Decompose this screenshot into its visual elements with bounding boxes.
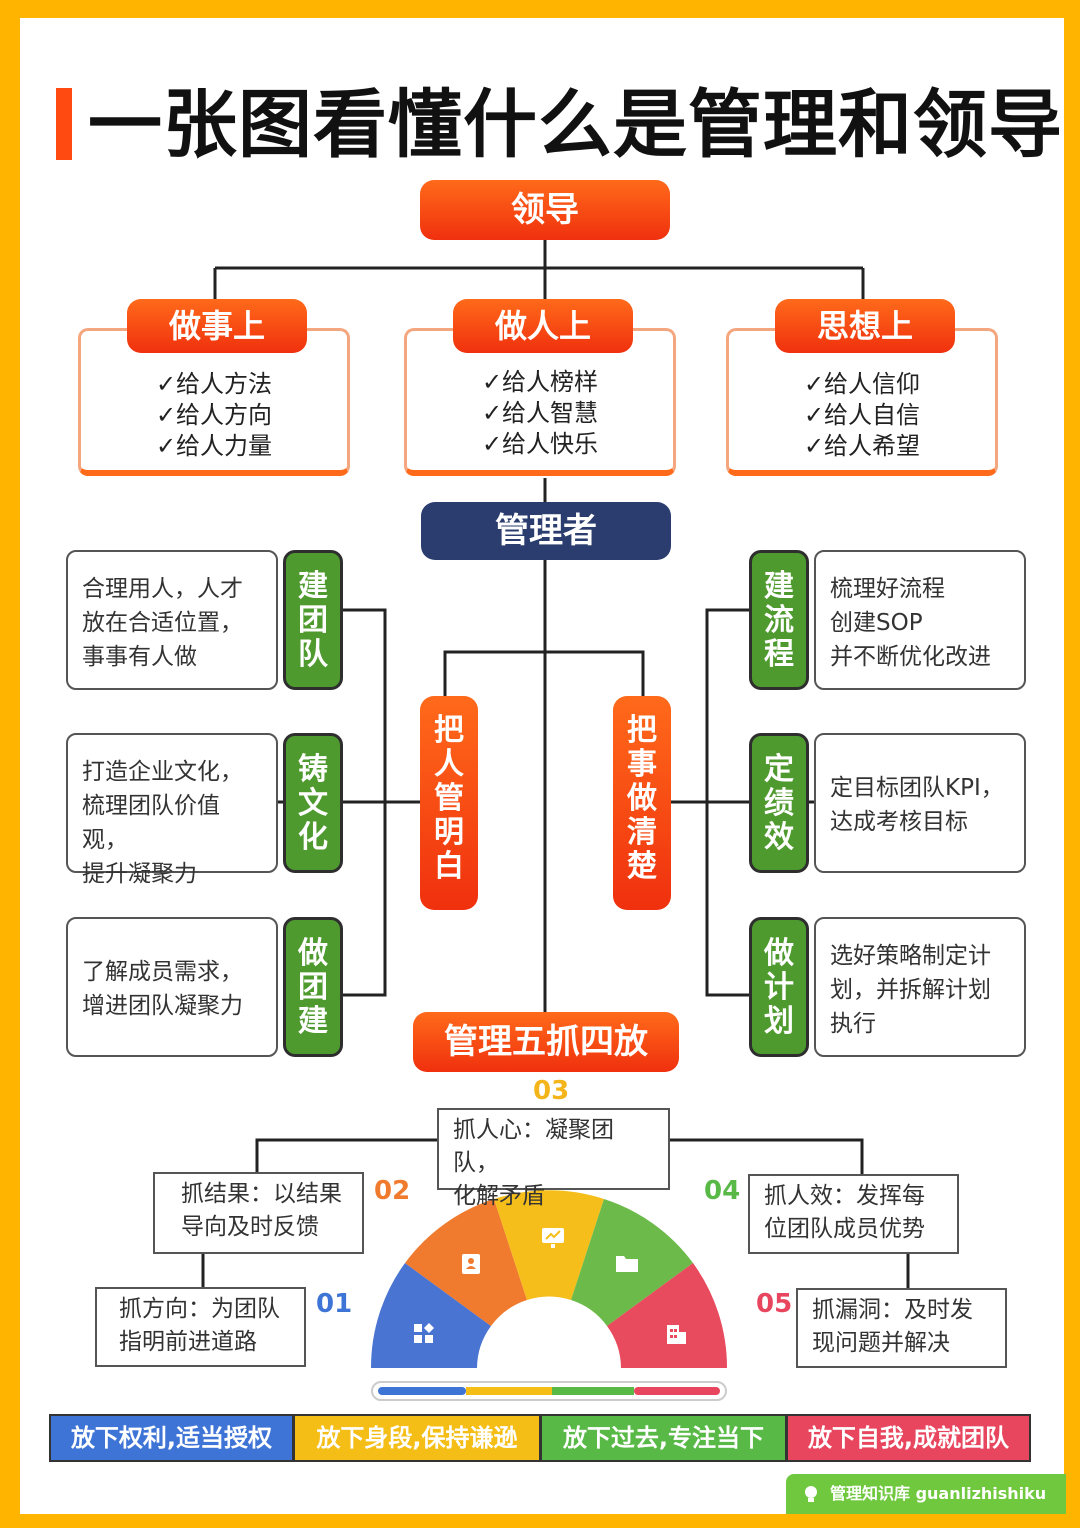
brand-badge: 管理知识库 guanlizhishiku <box>786 1474 1066 1514</box>
right-item-box: 选好策略制定计 划，并拆解计划 执行 <box>814 917 1026 1057</box>
letgo-status: 放下身段,保持谦逊 <box>293 1414 541 1462</box>
item-line: 打造企业文化， <box>82 759 243 785</box>
tab-build-team: 建团队 <box>283 550 343 690</box>
tab-performance: 定绩效 <box>749 733 809 873</box>
branch-card-work: 做事上 ✓给人方法 ✓给人方向 ✓给人力量 <box>78 299 350 476</box>
branch-item: ✓给人方法 <box>155 370 273 398</box>
grab-line: 抓人效：发挥每 <box>764 1183 925 1209</box>
grab-number: 01 <box>316 1289 353 1319</box>
five-grabs-four-lets-heading: 管理五抓四放 <box>413 1012 679 1072</box>
leader-node: 领导 <box>420 180 670 240</box>
letgo-past: 放下过去,专注当下 <box>540 1414 787 1462</box>
branch-item: ✓给人榜样 <box>481 368 599 396</box>
grab-line: 位团队成员优势 <box>764 1216 925 1242</box>
item-line: 并不断优化改进 <box>830 644 991 670</box>
grab-box-direction: 抓方向：为团队 指明前进道路 <box>95 1287 306 1367</box>
branch-item: ✓给人希望 <box>803 432 921 460</box>
right-item-box: 定目标团队KPI， 达成考核目标 <box>814 733 1026 873</box>
grab-line: 化解矛盾 <box>453 1183 545 1209</box>
grab-line: 抓方向：为团队 <box>119 1296 280 1322</box>
tab-culture: 铸文化 <box>283 733 343 873</box>
tab-team-building: 做团建 <box>283 917 343 1057</box>
item-line: 增进团队凝聚力 <box>82 993 243 1019</box>
grab-box-result: 抓结果：以结果 导向及时反馈 <box>153 1172 364 1254</box>
branch-heading: 做事上 <box>127 299 307 353</box>
manage-things-pill: 把事做清楚 <box>613 696 671 910</box>
lightbulb-icon <box>805 1486 817 1502</box>
grab-box-loophole: 抓漏洞：及时发 现问题并解决 <box>796 1288 1007 1368</box>
branch-item: ✓给人方向 <box>155 401 273 429</box>
grab-line: 抓结果：以结果 <box>181 1181 342 1207</box>
building-icon <box>667 1325 686 1344</box>
item-line: 放在合适位置， <box>82 610 243 636</box>
contact-card-icon <box>462 1254 480 1274</box>
dashboard-icon <box>414 1323 434 1343</box>
tab-process: 建流程 <box>749 550 809 690</box>
item-line: 提升凝聚力 <box>82 861 197 887</box>
grab-number: 05 <box>756 1289 793 1319</box>
branch-item: ✓给人智慧 <box>481 399 599 427</box>
page-title: 一张图看懂什么是管理和领导 <box>88 82 1063 168</box>
grab-line: 抓漏洞：及时发 <box>812 1297 973 1323</box>
branch-item: ✓给人自信 <box>803 401 921 429</box>
left-item-box: 合理用人，人才 放在合适位置， 事事有人做 <box>66 550 278 690</box>
letgo-ego: 放下自我,成就团队 <box>786 1414 1031 1462</box>
item-line: 事事有人做 <box>82 644 197 670</box>
item-line: 选好策略制定计 <box>830 943 991 969</box>
item-line: 梳理好流程 <box>830 576 945 602</box>
grab-box-efficiency: 抓人效：发挥每 位团队成员优势 <box>748 1174 959 1254</box>
grab-number: 04 <box>704 1176 741 1206</box>
branch-item: ✓给人快乐 <box>481 430 599 458</box>
item-line: 合理用人，人才 <box>82 576 243 602</box>
grab-line: 抓人心：凝聚团队， <box>453 1117 614 1176</box>
item-line: 划，并拆解计划 <box>830 977 991 1003</box>
left-item-box: 了解成员需求， 增进团队凝聚力 <box>66 917 278 1057</box>
item-line: 创建SOP <box>830 610 923 636</box>
title-accent-bar <box>56 88 72 160</box>
branch-card-people: 做人上 ✓给人榜样 ✓给人智慧 ✓给人快乐 <box>404 299 676 476</box>
right-item-box: 梳理好流程 创建SOP 并不断优化改进 <box>814 550 1026 690</box>
item-line: 执行 <box>830 1011 876 1037</box>
branch-item: ✓给人力量 <box>155 432 273 460</box>
manage-people-pill: 把人管明白 <box>420 696 478 910</box>
branch-heading: 做人上 <box>453 299 633 353</box>
grab-line: 指明前进道路 <box>119 1329 257 1355</box>
brand-text: 管理知识库 guanlizhishiku <box>830 1484 1047 1503</box>
grab-number: 03 <box>533 1076 570 1106</box>
letgo-power: 放下权利,适当授权 <box>49 1414 294 1462</box>
grab-number: 02 <box>374 1176 411 1206</box>
grab-line: 导向及时反馈 <box>181 1214 319 1240</box>
branch-heading: 思想上 <box>775 299 955 353</box>
item-line: 定目标团队KPI， <box>830 775 1004 801</box>
folder-icon <box>616 1256 638 1272</box>
manager-node: 管理者 <box>421 502 671 560</box>
left-item-box: 打造企业文化， 梳理团队价值观， 提升凝聚力 <box>66 733 278 887</box>
tab-plan: 做计划 <box>749 917 809 1057</box>
item-line: 梳理团队价值观， <box>82 793 220 853</box>
grab-box-heart: 抓人心：凝聚团队， 化解矛盾 <box>437 1108 670 1209</box>
item-line: 达成考核目标 <box>830 809 968 835</box>
branch-card-thought: 思想上 ✓给人信仰 ✓给人自信 ✓给人希望 <box>726 299 998 476</box>
item-line: 了解成员需求， <box>82 959 243 985</box>
grab-line: 现问题并解决 <box>812 1330 950 1356</box>
chart-monitor-icon <box>542 1228 564 1248</box>
branch-item: ✓给人信仰 <box>803 370 921 398</box>
